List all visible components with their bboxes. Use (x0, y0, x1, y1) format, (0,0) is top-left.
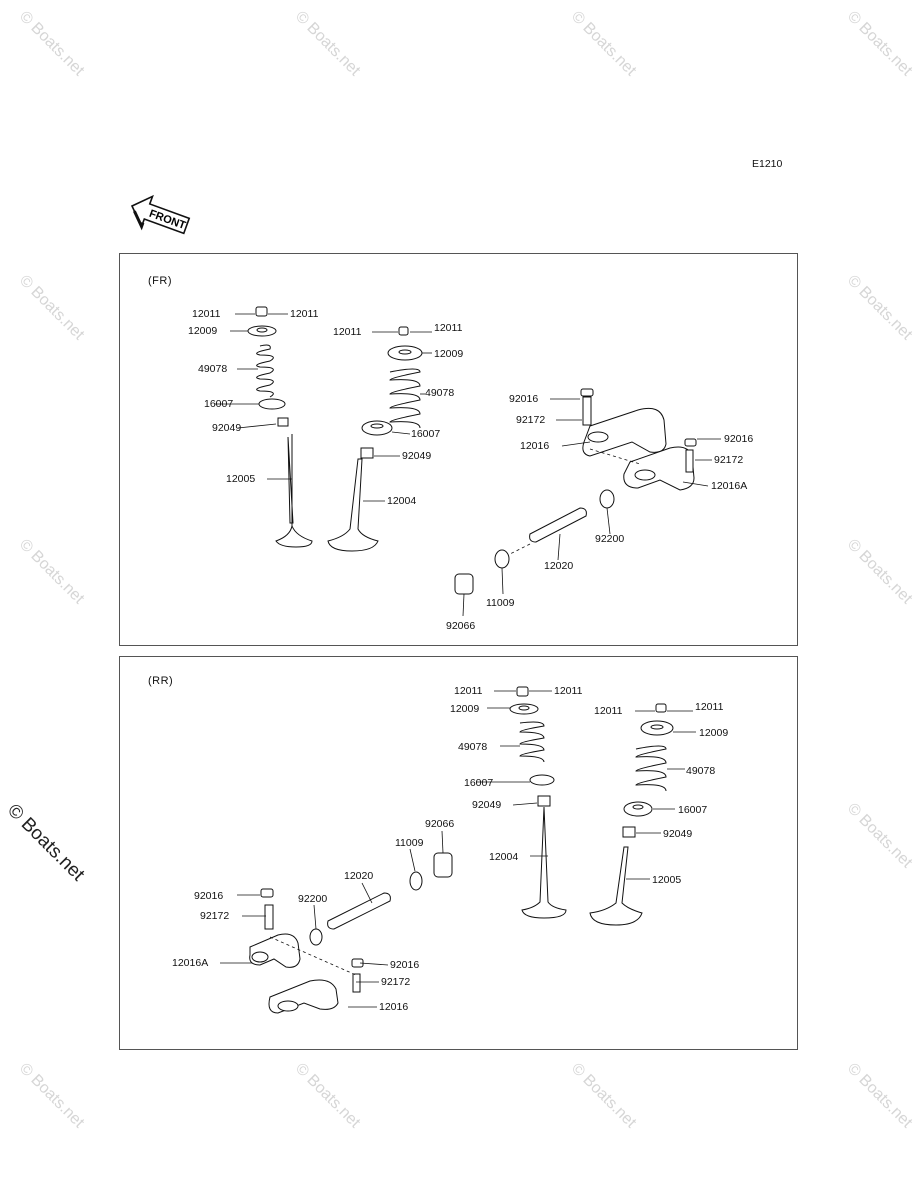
part-number-label: 92172 (714, 454, 744, 466)
part-number-label: 12016A (711, 480, 748, 492)
watermark: © Boats.net (15, 536, 88, 608)
watermark: © Boats.net (567, 8, 640, 80)
part-number-label: 12016 (520, 440, 550, 452)
watermark: © Boats.net (567, 1060, 640, 1132)
part-number-label: 12011 (554, 685, 583, 697)
part-number-label: 12009 (188, 325, 218, 337)
part-number-label: 12011 (290, 308, 319, 320)
part-number-label: 12011 (695, 701, 724, 713)
part-number-label: 12011 (434, 322, 463, 334)
part-number-label: 92172 (516, 414, 546, 426)
part-number-label: 12011 (454, 685, 483, 697)
part-number-label: 49078 (458, 741, 488, 753)
watermark: © Boats.net (291, 1060, 364, 1132)
part-number-label: 16007 (204, 398, 234, 410)
part-number-label: 12016 (379, 1001, 409, 1013)
part-number-label: 49078 (425, 387, 455, 399)
diagram-code: E1210 (752, 158, 783, 170)
rr-parts-illustration (220, 686, 696, 1014)
watermark: © Boats.net (843, 272, 916, 344)
part-number-label: 12005 (226, 473, 256, 485)
part-number-label: 92172 (200, 910, 230, 922)
watermark: © Boats.net (15, 8, 88, 80)
part-number-label: 12011 (594, 705, 623, 717)
part-number-label: 12004 (489, 851, 519, 863)
watermark: © Boats.net (15, 1060, 88, 1132)
part-number-label: 12005 (652, 874, 682, 886)
panel-title-rr: (RR) (148, 675, 174, 687)
part-number-label: 92049 (472, 799, 502, 811)
part-number-label: 12009 (699, 727, 729, 739)
part-number-label: 12009 (434, 348, 464, 360)
part-number-label: 92049 (212, 422, 242, 434)
part-number-label: 92200 (595, 533, 625, 545)
part-number-label: 49078 (198, 363, 228, 375)
part-number-label: 12009 (450, 703, 480, 715)
front-cylinder-panel: (FR) (119, 253, 798, 646)
watermark: © Boats.net (843, 8, 916, 80)
part-number-label: 49078 (686, 765, 716, 777)
part-number-label: 92066 (425, 818, 455, 830)
part-number-label: 92016 (194, 890, 224, 902)
part-number-label: 16007 (678, 804, 708, 816)
front-label: FRONT (147, 208, 187, 232)
fr-parts-illustration (215, 306, 721, 617)
watermark: © Boats.net (15, 272, 88, 344)
watermark: © Boats.net (843, 1060, 916, 1132)
watermark: © Boats.net (843, 800, 916, 872)
part-number-label: 12011 (333, 326, 362, 338)
part-number-label: 92049 (402, 450, 432, 462)
part-number-label: 92172 (381, 976, 411, 988)
part-number-label: 16007 (411, 428, 441, 440)
panel-title-fr: (FR) (148, 275, 172, 287)
watermark: © Boats.net (291, 8, 364, 80)
part-number-label: 92049 (663, 828, 693, 840)
part-number-label: 92016 (509, 393, 539, 405)
part-number-label: 12011 (192, 308, 221, 320)
part-number-label: 11009 (395, 837, 424, 849)
part-number-label: 12020 (544, 560, 574, 572)
part-number-label: 11009 (486, 597, 515, 609)
part-number-label: 12004 (387, 495, 417, 507)
part-number-label: 12020 (344, 870, 374, 882)
part-number-label: 92066 (446, 620, 476, 632)
watermark: © Boats.net (843, 536, 916, 608)
part-number-label: 16007 (464, 777, 494, 789)
part-number-label: 12016A (172, 957, 209, 969)
side-watermark: © Boats.net (3, 800, 89, 886)
part-number-label: 92016 (724, 433, 754, 445)
part-number-label: 92200 (298, 893, 328, 905)
rear-cylinder-panel: (RR) (119, 656, 798, 1050)
part-number-label: 92016 (390, 959, 420, 971)
